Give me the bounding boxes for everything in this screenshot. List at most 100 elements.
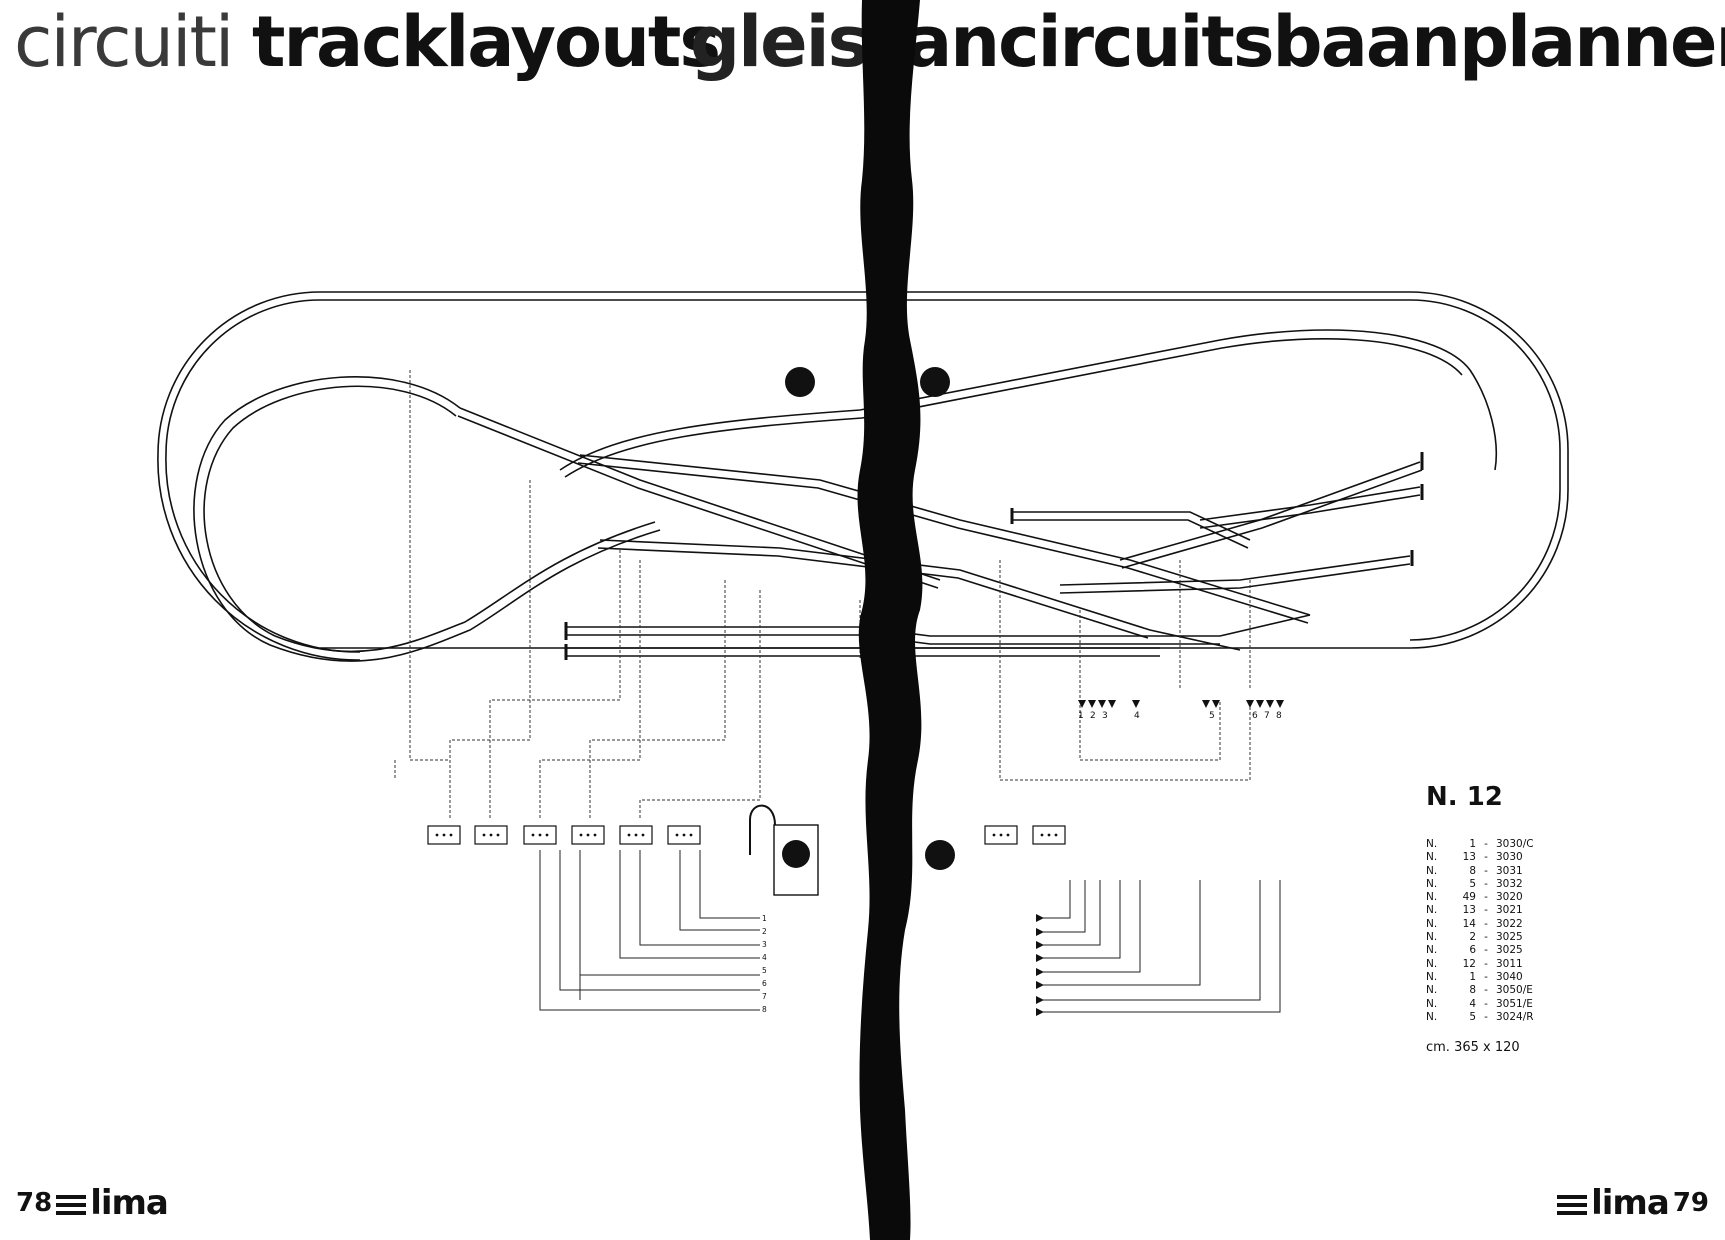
- wiring-terminal-label: 6: [762, 979, 767, 988]
- wire: [449, 480, 531, 820]
- parts-list-row: N.8-3050/E: [1426, 984, 1534, 997]
- parts-list-row: N. 5-3024/R: [1426, 1011, 1534, 1024]
- lima-logo-icon: [1557, 1195, 1588, 1215]
- part-code: 3040: [1496, 970, 1523, 983]
- part-separator: -: [1484, 970, 1488, 983]
- part-code: 3024/R: [1496, 1010, 1534, 1023]
- part-code: 3020: [1496, 891, 1523, 904]
- footer-right: lima 79: [1557, 1183, 1709, 1223]
- signal-marker: [925, 840, 955, 870]
- parts-list-row: N.2-3025: [1426, 931, 1534, 944]
- wire: [999, 560, 1251, 781]
- parts-list-row: N. 5-3032: [1426, 878, 1534, 891]
- part-quantity: 8: [1469, 864, 1476, 877]
- reverse-loop-inner: [203, 385, 656, 653]
- wire: [489, 550, 621, 820]
- parts-list-row: N.12-3011: [1426, 958, 1534, 971]
- parts-list-row: N.1-3030/C: [1426, 838, 1534, 851]
- part-prefix: N.: [1426, 957, 1438, 970]
- parts-list-row: N.13-3030: [1426, 851, 1534, 864]
- parts-list-row: N. 8-3031: [1426, 865, 1534, 878]
- footer-left: 78 lima: [16, 1186, 169, 1220]
- part-code: 3022: [1496, 917, 1523, 930]
- part-separator: -: [1484, 957, 1488, 970]
- parts-list-row: N.4-3051/E: [1426, 998, 1534, 1011]
- part-separator: -: [1484, 891, 1488, 904]
- siding-4-inner: [1012, 519, 1249, 549]
- siding-2-inner: [1199, 494, 1421, 529]
- part-quantity: 4: [1469, 997, 1476, 1010]
- part-prefix: N.: [1426, 864, 1438, 877]
- part-code: 3030/C: [1496, 838, 1534, 850]
- diagonal-track-b-inner: [564, 337, 1463, 478]
- outer-oval-track: [320, 291, 1569, 649]
- part-quantity: 5: [1469, 877, 1476, 890]
- part-quantity: 8: [1469, 984, 1476, 997]
- parts-list-row: N. 1-3040: [1426, 971, 1534, 984]
- page-header: circuiti tracklayouts gleis ancircuitsba…: [0, 0, 1725, 90]
- part-prefix: N.: [1426, 984, 1438, 997]
- part-quantity: 14: [1462, 917, 1476, 930]
- wiring-terminal-label: 3: [762, 940, 767, 949]
- part-prefix: N.: [1426, 944, 1438, 957]
- brand-name-right: lima: [1591, 1183, 1670, 1223]
- part-code: 3032: [1496, 877, 1523, 890]
- part-separator: -: [1484, 904, 1488, 917]
- part-separator: -: [1484, 877, 1488, 890]
- yard-track-1: [566, 614, 1311, 637]
- part-prefix: N.: [1426, 904, 1438, 917]
- diagonal-track-b: [559, 329, 1498, 471]
- part-quantity: 6: [1469, 944, 1476, 957]
- part-quantity: 2: [1469, 931, 1476, 944]
- parts-list-row: N.14-3022: [1426, 918, 1534, 931]
- svg-text:3: 3: [1102, 711, 1108, 721]
- tunnel-marker: [920, 367, 950, 397]
- part-separator: -: [1484, 838, 1488, 850]
- part-prefix: N.: [1426, 891, 1438, 904]
- part-code: 3031: [1496, 864, 1523, 877]
- parts-list-row: N.13-3021: [1426, 904, 1534, 917]
- parts-list-row: N.6-3025: [1426, 944, 1534, 957]
- diagonal-track-c-inner: [577, 462, 1309, 624]
- layout-number: N. 12: [1426, 782, 1503, 812]
- part-separator: -: [1484, 864, 1488, 877]
- part-prefix: N.: [1426, 877, 1438, 890]
- svg-text:4: 4: [1134, 711, 1140, 721]
- part-quantity: 1: [1469, 970, 1476, 983]
- part-quantity: 13: [1462, 904, 1476, 917]
- wire: [409, 370, 451, 820]
- part-separator: -: [1484, 944, 1488, 957]
- part-prefix: N.: [1426, 838, 1438, 850]
- header-title-french-dutch: ancircuitsbaanplannen: [905, 1, 1725, 83]
- part-code: 3030: [1496, 851, 1523, 864]
- part-prefix: N.: [1426, 970, 1438, 983]
- svg-text:6: 6: [1252, 711, 1258, 721]
- part-separator: -: [1484, 1010, 1488, 1023]
- tunnel-marker: [785, 367, 815, 397]
- part-quantity: 49: [1462, 891, 1476, 904]
- wiring-terminal-label: 8: [762, 1005, 767, 1014]
- wire: [639, 590, 761, 820]
- wire: [1079, 610, 1221, 761]
- transformer-cable: [749, 804, 776, 855]
- siding-3: [1059, 555, 1411, 586]
- part-separator: -: [1484, 917, 1488, 930]
- part-quantity: 13: [1462, 851, 1476, 864]
- ink-bleed: [857, 0, 923, 1240]
- part-prefix: N.: [1426, 997, 1438, 1010]
- part-separator: -: [1484, 931, 1488, 944]
- part-code: 3025: [1496, 931, 1523, 944]
- page-number-right: 79: [1672, 1188, 1709, 1218]
- part-quantity: 12: [1462, 957, 1476, 970]
- header-title-german: gleis: [690, 1, 869, 83]
- part-quantity: 5: [1469, 1010, 1476, 1023]
- wire: [589, 580, 726, 820]
- part-separator: -: [1484, 997, 1488, 1010]
- outer-oval-track-inner: [320, 299, 1561, 641]
- layout-dimensions: cm. 365 x 120: [1426, 1040, 1520, 1055]
- siding-1-inner: [1121, 469, 1423, 569]
- part-code: 3050/E: [1496, 984, 1533, 997]
- part-prefix: N.: [1426, 1010, 1438, 1023]
